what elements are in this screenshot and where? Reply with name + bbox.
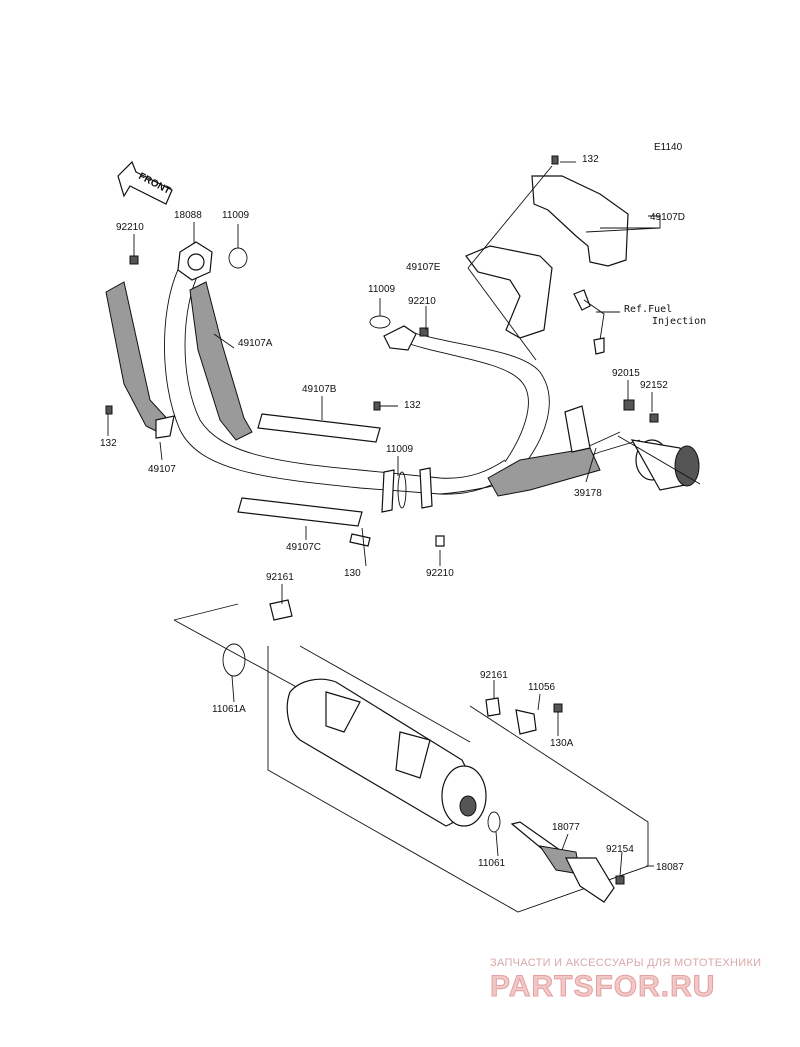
heat-cover-49107D <box>531 175 629 267</box>
mid-clamp <box>381 467 433 513</box>
heat-cover-49107B <box>257 413 381 443</box>
header-pipes <box>164 261 641 495</box>
label-92210-left: 92210 <box>116 222 144 233</box>
heat-cover-49107A <box>189 281 253 441</box>
label-130: 130 <box>344 568 361 579</box>
label-49107: 49107 <box>148 464 176 475</box>
watermark-logo: PARTSFOR.RU <box>490 970 715 1003</box>
part-labels: E1140 132 49107D 49107E 11009 92210 Ref.… <box>100 142 706 873</box>
label-11009-top: 11009 <box>368 284 396 295</box>
ref-note-line1: Ref.Fuel <box>624 304 672 315</box>
label-18087: 18087 <box>656 862 684 873</box>
ref-note-line2: Injection <box>652 316 706 327</box>
label-92152: 92152 <box>640 380 668 391</box>
heat-cover-49107 <box>105 281 175 439</box>
watermark: ЗАПЧАСТИ И АКСЕССУАРЫ ДЛЯ МОТОТЕХНИКИ PA… <box>490 957 762 1004</box>
label-49107B: 49107B <box>302 384 337 395</box>
diagram-code: E1140 <box>654 142 683 153</box>
catalyst-39178 <box>487 405 701 497</box>
label-18088: 18088 <box>174 210 202 221</box>
o2-sensor <box>573 289 605 355</box>
small-bolts <box>105 155 659 547</box>
label-11061: 11061 <box>478 858 506 869</box>
watermark-tagline: ЗАПЧАСТИ И АКСЕССУАРЫ ДЛЯ МОТОТЕХНИКИ <box>490 957 761 969</box>
label-11056: 11056 <box>528 682 556 693</box>
label-39178: 39178 <box>574 488 602 499</box>
label-49107E: 49107E <box>406 262 441 273</box>
flange-18088 <box>177 241 248 281</box>
label-92154: 92154 <box>606 844 634 855</box>
heat-cover-49107C <box>237 497 363 527</box>
label-92161-mid: 92161 <box>480 670 508 681</box>
label-49107C: 49107C <box>286 542 321 553</box>
label-18077: 18077 <box>552 822 580 833</box>
front-arrow-icon: FRONT <box>117 160 173 205</box>
label-11009-left: 11009 <box>222 210 250 221</box>
label-132-top: 132 <box>582 154 599 165</box>
leader-lines <box>107 161 661 877</box>
label-11061A: 11061A <box>212 704 246 715</box>
upper-flange <box>369 315 417 351</box>
label-132-left: 132 <box>100 438 117 449</box>
label-132-mid: 132 <box>404 400 421 411</box>
label-92161-top: 92161 <box>266 572 294 583</box>
label-92210-top: 92210 <box>408 296 436 307</box>
muffler-assembly <box>173 599 654 913</box>
label-92015: 92015 <box>612 368 640 379</box>
label-130A: 130A <box>550 738 574 749</box>
label-49107A: 49107A <box>238 338 273 349</box>
label-11009-mid: 11009 <box>386 444 414 455</box>
label-92210-bottom: 92210 <box>426 568 454 579</box>
label-49107D: 49107D <box>650 212 685 223</box>
